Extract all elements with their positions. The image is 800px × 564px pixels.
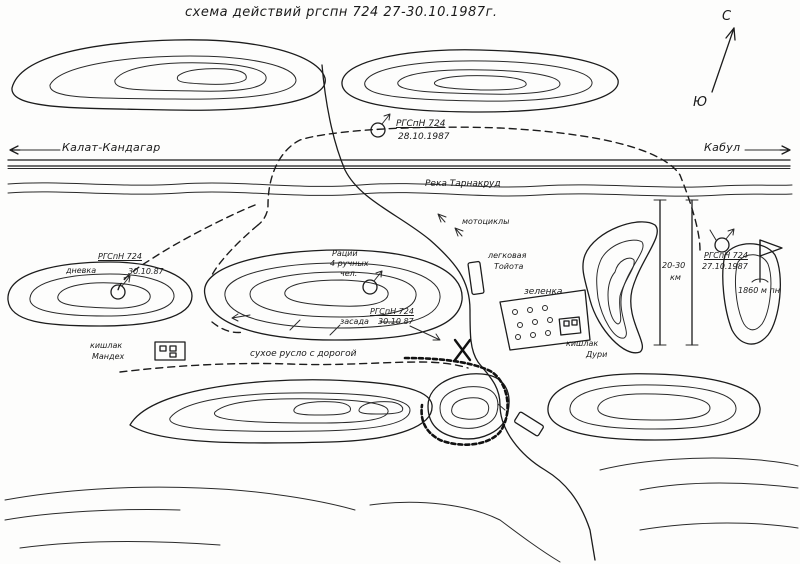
route-west <box>211 224 259 276</box>
ambush-x-b <box>453 338 472 362</box>
hill-top-left <box>11 39 326 111</box>
position-west-unit: РГСпН 724 <box>98 252 142 261</box>
village-east-label-line2: Дури <box>586 350 608 359</box>
terrain-bottom <box>4 457 799 563</box>
compass-south-label: Ю <box>693 95 708 110</box>
position-right-unit: РГСпН 724 <box>704 251 748 260</box>
hill-east <box>582 221 781 354</box>
route-daylight <box>117 204 256 291</box>
distance-label-value: 20-30 <box>662 261 686 270</box>
map-title: схема действий ргспн 724 27-30.10.1987г. <box>185 5 498 20</box>
unit-symbol-west <box>110 275 131 300</box>
greenery-label: зеленка <box>524 287 563 297</box>
compass-arrow <box>711 27 736 93</box>
unit-symbol-top <box>370 113 391 138</box>
compass-north-label: С <box>722 9 732 24</box>
truck-vehicle <box>497 403 544 437</box>
position-right-date: 27.10.1987 <box>702 262 748 271</box>
motorcycle-arrows <box>437 213 464 237</box>
distance-bracket <box>653 199 699 346</box>
position-west-date: 30.10.87 <box>128 267 164 276</box>
route-north-loop <box>257 126 701 251</box>
hill-south-long <box>129 379 433 444</box>
position-ambush-date: 30.10.87 <box>378 317 414 326</box>
radios-label-line1: Рации <box>332 249 358 258</box>
road-label-east: Кабул <box>704 141 741 154</box>
highway <box>7 145 791 169</box>
convoy-path <box>403 356 509 446</box>
unit-symbol-center <box>362 270 383 295</box>
unit-symbol-right <box>709 228 735 253</box>
position-top-date: 28.10.1987 <box>398 132 450 142</box>
village-west-label-line2: Мандех <box>92 352 125 361</box>
radios-label-line3: чел. <box>340 269 358 278</box>
road-label-west: Калат-Кандагар <box>62 141 161 154</box>
village-west-symbol <box>154 341 186 361</box>
position-west-label: дневка <box>66 266 97 275</box>
distance-label-unit: км <box>670 273 681 282</box>
position-top-unit: РГСпН 724 <box>396 119 446 129</box>
radios-label-line2: 4 ручных <box>330 259 369 268</box>
ambush-arrows <box>231 313 441 341</box>
river-label: Река Тарнакруд <box>425 179 501 189</box>
motorcycles-label: мотоциклы <box>462 217 510 226</box>
hill-top-center <box>341 49 619 113</box>
route-drybed <box>119 361 469 373</box>
route-south-ridge <box>211 321 246 334</box>
greenery-field <box>499 289 591 351</box>
pickup-vehicle <box>467 260 485 296</box>
village-west-label-line1: кишлак <box>90 341 123 350</box>
river-lines <box>7 182 793 197</box>
position-ambush-unit: РГСпН 724 <box>370 307 414 316</box>
summit-height-label: 1860 м пн <box>738 286 780 295</box>
pickup-label-line2: Тойота <box>494 262 524 271</box>
hill-west <box>7 261 193 327</box>
hill-center <box>204 249 463 341</box>
hill-southeast <box>547 373 761 441</box>
stream <box>321 64 596 561</box>
dry-bed-label: сухое русло с дорогой <box>250 349 357 359</box>
hill-south-oval <box>427 373 510 440</box>
position-ambush-label: засада <box>340 317 369 326</box>
village-east-label-line1: кишлак <box>566 339 599 348</box>
summit-flag <box>751 239 783 283</box>
pickup-label-line1: легковая <box>488 251 527 260</box>
